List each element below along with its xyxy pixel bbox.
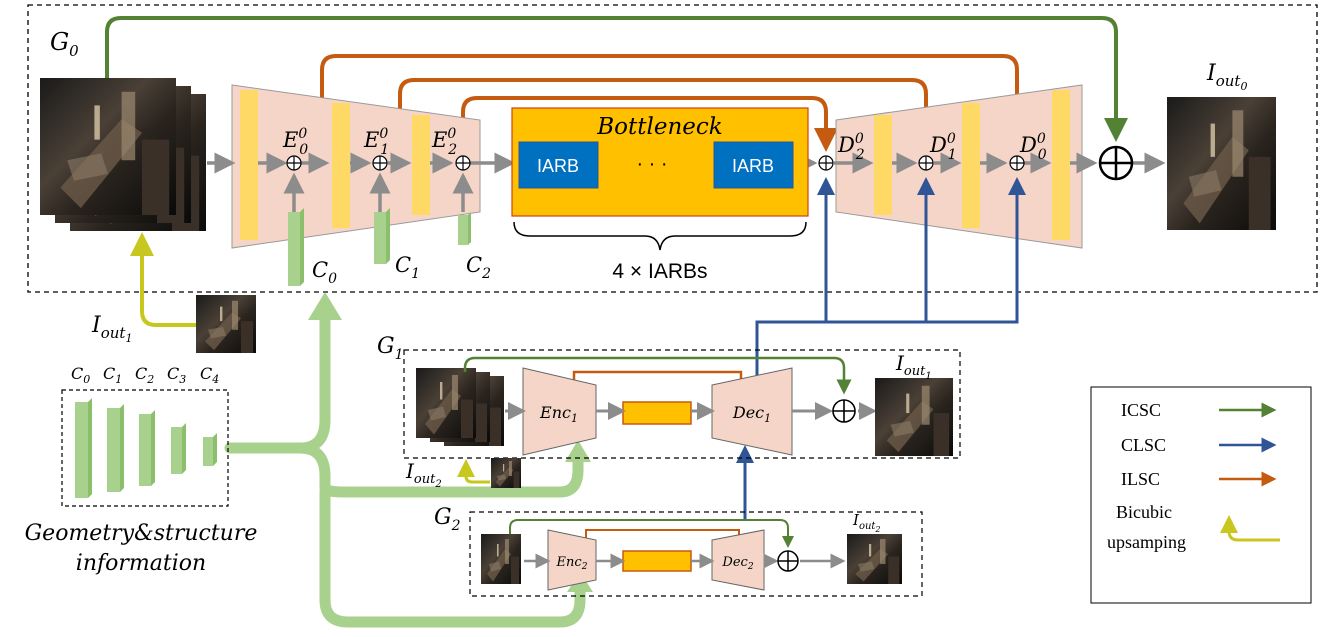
svg-text:CLSC: CLSC [1121,435,1166,455]
out2-thumbnail [491,458,521,488]
out1-thumbnail [196,295,256,353]
scale-label-c0: C0 [71,364,90,386]
g2-encoder [547,529,597,591]
geometry-caption-line2: information [76,551,206,576]
output-sum-node [1098,145,1134,181]
iarb-block-first [518,141,599,189]
g0-decoder [835,84,1083,249]
ilsc-skip-e2 [461,96,838,152]
bicubic-upsampling-g1 [457,459,490,484]
g1-label: G1 [377,334,404,363]
icsc-skip-g2 [509,519,794,548]
g1-encoder [522,367,597,456]
out1-side-label: Iout1 [91,313,132,345]
scale-label-c4: C4 [200,364,219,386]
g0-encoder [231,84,481,249]
g0-label: G0 [50,28,79,60]
c2-label: C2 [466,253,491,282]
ilsc-skip-e1 [398,78,938,152]
legend-item-clsc: CLSC [1121,435,1277,455]
output-image-1 [875,378,953,456]
icsc-skip-g1 [463,356,852,395]
output-image-0 [1167,97,1276,230]
g1-input-images [416,368,504,446]
feature-bar [412,115,430,215]
iarb-label: IARB [537,156,579,176]
g1-frame [403,349,961,459]
svg-text:ILSC: ILSC [1121,469,1160,489]
enc1-label: Enc1 [539,403,578,425]
g1-sum-node [832,399,856,423]
feature-bar [240,90,258,240]
scale-label-c1: C1 [103,364,122,386]
ilsc-skip-g2 [585,529,740,540]
g2-sum-node [777,550,799,572]
feature-bar [332,103,350,228]
g2-bottleneck [622,550,692,572]
scale-label-c3: C3 [167,364,186,386]
ellipsis: · · · [636,153,667,175]
multiscale-condition-bars [75,398,217,498]
svg-text:upsamping: upsamping [1107,532,1186,552]
bicubic-upsampling-g0 [130,232,196,327]
g2-input-image [481,534,521,584]
output-image-2 [847,534,902,584]
condition-blocks [288,208,471,286]
legend-item-ilsc: ILSC [1121,469,1277,489]
g1-bottleneck [622,401,692,425]
sum-nodes [286,155,1025,171]
ilsc-skip-g1 [572,370,743,385]
g2-label: G2 [434,505,461,534]
scale-label-c2: C2 [135,364,154,386]
bottleneck-label: Bottleneck [596,114,722,140]
geometry-caption-line1: Geometry&structure [25,521,258,546]
svg-text:ICSC: ICSC [1121,400,1161,420]
icsc-skip-g0 [105,16,1128,142]
feature-bar [874,115,892,215]
svg-text:Bicubic: Bicubic [1116,502,1172,522]
geometry-flow-arrows [224,312,586,628]
c0-label: C0 [312,258,337,287]
out2-side-label: Iout2 [405,459,442,490]
out2-label: Iout2 [852,511,881,534]
c1-label: C1 [395,253,420,282]
dec1-label: Dec1 [732,403,771,425]
iarb-brace [513,221,807,251]
geometry-box [61,389,229,507]
legend-item-icsc: ICSC [1121,400,1277,420]
g1-decoder [711,367,793,456]
legend-item-bicubic: Bicubic upsamping [1107,502,1280,552]
dec2-label: Dec2 [721,555,753,572]
ilsc-skip-e0 [320,54,1029,152]
enc2-label: Enc2 [556,555,588,572]
feature-bar [1052,90,1070,240]
legend-box [1090,386,1312,604]
out1-label: Iout1 [895,351,932,382]
iarb-block-last [713,141,794,189]
out0-label: Iout0 [1206,61,1247,93]
g0-frame [27,4,1318,293]
g0-input-images [40,78,206,231]
iarbs-count-label: 4 × IARBs [612,260,707,283]
iarb-label: IARB [732,156,774,176]
g2-frame [469,511,923,597]
feature-bar [962,103,980,228]
